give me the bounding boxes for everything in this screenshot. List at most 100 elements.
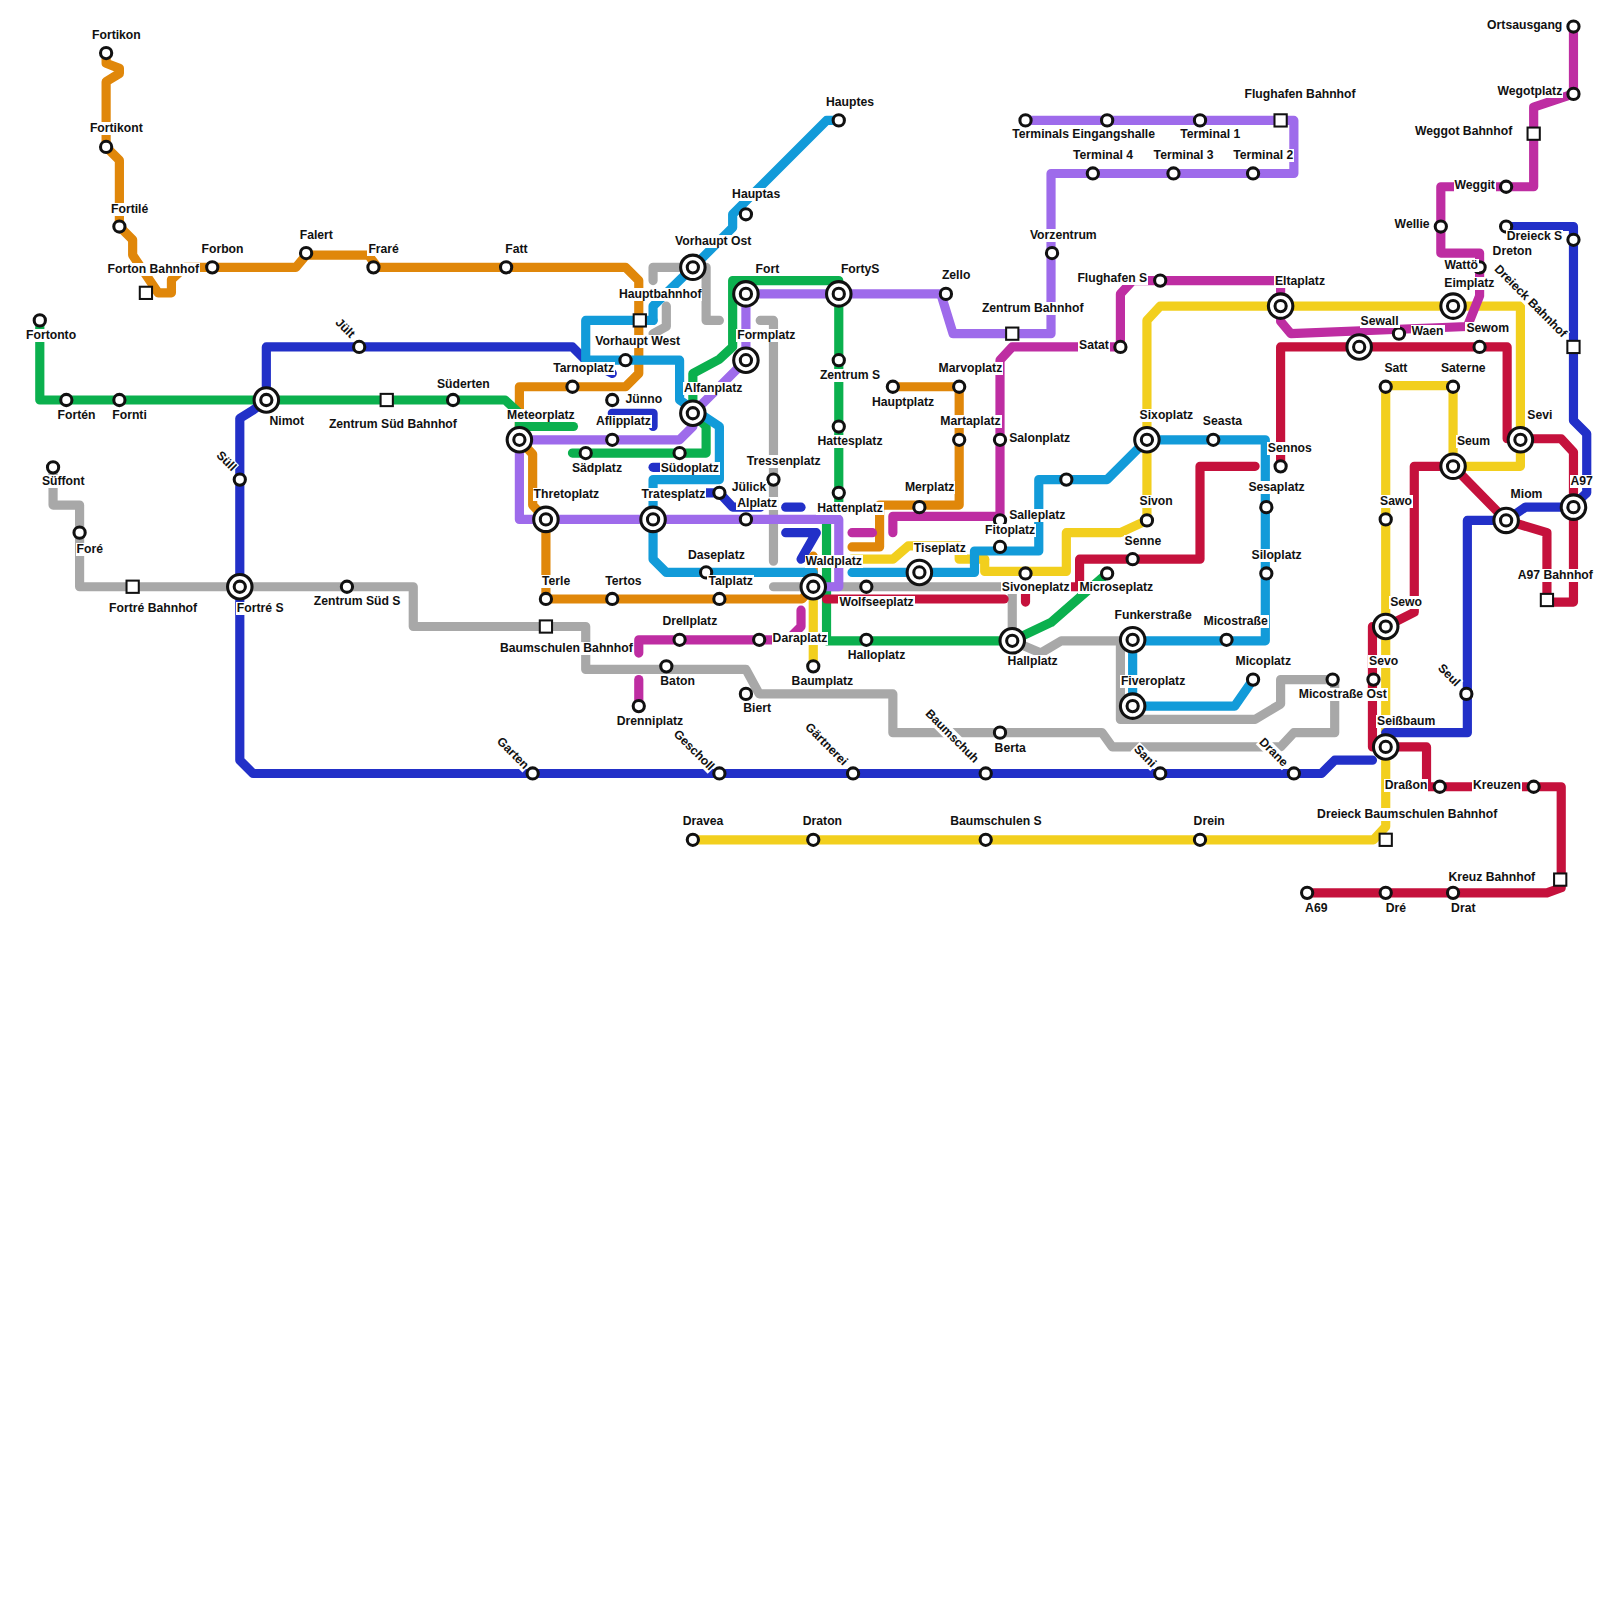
station-dot <box>1393 328 1404 339</box>
station-label: Hattesplatz <box>817 435 884 448</box>
station-label: Fortonto <box>25 329 77 342</box>
station-dot <box>740 688 751 699</box>
station-dot <box>1247 168 1258 179</box>
station-label: Dravea <box>682 815 725 828</box>
station-label: Zentrum Bahnhof <box>981 302 1085 315</box>
station-label: Hauptas <box>731 188 781 201</box>
station-dot <box>1194 115 1205 126</box>
station-label: Alfanplatz <box>683 382 743 395</box>
station-dot <box>1380 887 1391 898</box>
station-label: Micostraße <box>1203 615 1269 628</box>
station-label: A69 <box>1304 902 1328 915</box>
station-label: Miom <box>1510 488 1544 501</box>
station-dot <box>1327 674 1338 685</box>
station-label: Satat <box>1078 339 1110 352</box>
station-label: Gärtnerei <box>802 720 851 769</box>
interchange-core <box>687 262 698 273</box>
interchange-core <box>1515 434 1526 445</box>
station-square <box>540 620 552 632</box>
station-dot <box>61 394 72 405</box>
station-label: Martaplatz <box>939 415 1001 428</box>
interchange-core <box>1127 701 1138 712</box>
station-label: Sewo <box>1389 596 1423 609</box>
transit-line <box>1281 347 1574 893</box>
station-dot <box>540 593 551 604</box>
station-label: Dré <box>1385 902 1407 915</box>
station-dot <box>1155 275 1166 286</box>
station-label: Seasta <box>1202 415 1243 428</box>
station-dot <box>714 487 725 498</box>
station-dot <box>368 262 379 273</box>
station-dot <box>661 661 672 672</box>
station-dot <box>101 47 112 58</box>
interchange-core <box>740 288 751 299</box>
station-dot <box>808 834 819 845</box>
station-label: Terle <box>541 575 571 588</box>
interchange-ring <box>734 282 758 306</box>
transit-line <box>519 427 838 587</box>
station-label: Drenniplatz <box>616 715 684 728</box>
station-label: Wattö <box>1444 259 1479 272</box>
station-label: Fraré <box>367 243 400 256</box>
station-dot <box>607 394 618 405</box>
station-square <box>1567 341 1579 353</box>
station-label: Draßon <box>1384 779 1429 792</box>
station-dot <box>1194 834 1205 845</box>
interchange-core <box>1275 301 1286 312</box>
station-dot <box>34 315 45 326</box>
station-label: Draton <box>802 815 843 828</box>
station-label: Sewall <box>1360 315 1400 328</box>
station-dot <box>1168 168 1179 179</box>
station-label: Kreuzen <box>1472 779 1522 792</box>
station-label: Micostraße Ost <box>1298 688 1388 701</box>
station-dot <box>620 355 631 366</box>
interchange-core <box>1568 502 1579 513</box>
station-dot <box>633 701 644 712</box>
station-dot <box>1261 568 1272 579</box>
station-label: Fortikon <box>91 29 142 42</box>
station-label: Flughafen S <box>1076 272 1148 285</box>
transit-line <box>240 347 1373 774</box>
interchange-core <box>1380 621 1391 632</box>
station-label: Drein <box>1193 815 1226 828</box>
station-label: Marvoplatz <box>938 362 1004 375</box>
station-dot <box>1434 781 1445 792</box>
interchange-core <box>1501 515 1512 526</box>
station-label: Nimot <box>269 415 306 428</box>
station-dot <box>740 514 751 525</box>
station-dot <box>1221 634 1232 645</box>
interchange-core <box>1447 301 1458 312</box>
interchange-core <box>514 434 525 445</box>
interchange-ring <box>1120 694 1144 718</box>
interchange-core <box>687 408 698 419</box>
station-dot <box>847 768 858 779</box>
station-dot <box>754 634 765 645</box>
station-label: Tratesplatz <box>641 488 707 501</box>
station-dot <box>833 421 844 432</box>
station-label: Drellplatz <box>661 615 718 628</box>
station-square <box>1554 873 1566 885</box>
interchange-core <box>647 514 658 525</box>
station-dot <box>1474 341 1485 352</box>
station-dot <box>74 527 85 538</box>
station-dot <box>1275 461 1286 472</box>
station-label: Hauptbahnhof <box>618 288 703 301</box>
station-label: Baumschulen Bahnhof <box>499 642 634 655</box>
station-dot <box>234 474 245 485</box>
station-dot <box>980 768 991 779</box>
station-label: Seum <box>1456 435 1491 448</box>
station-label: Fortilé <box>110 203 149 216</box>
station-dot <box>1447 381 1458 392</box>
station-dot <box>1528 781 1539 792</box>
station-dot <box>994 434 1005 445</box>
station-label: Fortré Bahnhof <box>108 602 198 615</box>
transit-line <box>852 528 872 537</box>
transit-line <box>40 320 520 439</box>
station-label: Terminal 3 <box>1153 149 1215 162</box>
station-label: Fiveroplatz <box>1120 675 1186 688</box>
station-dot <box>687 834 698 845</box>
station-dot <box>1061 474 1072 485</box>
station-dot <box>341 581 352 592</box>
interchange-ring <box>507 428 531 452</box>
